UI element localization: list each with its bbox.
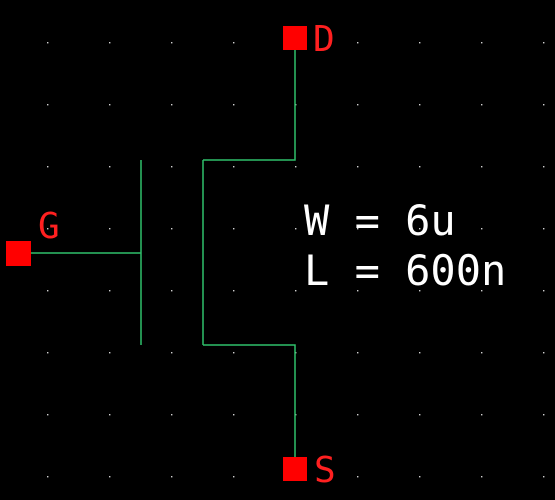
grid-dot bbox=[171, 42, 173, 44]
grid-dot bbox=[419, 290, 421, 292]
grid-dot bbox=[233, 290, 235, 292]
grid-dot bbox=[543, 414, 545, 416]
grid-dot bbox=[543, 476, 545, 478]
grid-dot bbox=[295, 166, 297, 168]
grid-dot bbox=[47, 104, 49, 106]
grid-dot bbox=[357, 290, 359, 292]
grid-dot bbox=[543, 166, 545, 168]
grid-dot bbox=[357, 228, 359, 230]
grid-dot bbox=[47, 414, 49, 416]
grid-dot bbox=[481, 352, 483, 354]
grid-dot bbox=[481, 104, 483, 106]
drain-pin[interactable] bbox=[283, 26, 307, 50]
grid-dot bbox=[357, 352, 359, 354]
grid-dot bbox=[481, 42, 483, 44]
width-parameter: W = 6u bbox=[304, 196, 456, 245]
grid-dot bbox=[419, 414, 421, 416]
grid-dot bbox=[481, 228, 483, 230]
grid-dot bbox=[357, 414, 359, 416]
grid-dot bbox=[481, 414, 483, 416]
length-parameter: L = 600n bbox=[304, 246, 506, 295]
grid-dot bbox=[481, 290, 483, 292]
grid-dot bbox=[481, 166, 483, 168]
grid-dot bbox=[419, 228, 421, 230]
grid-dot bbox=[233, 228, 235, 230]
grid-dot bbox=[47, 228, 49, 230]
grid-dot bbox=[233, 352, 235, 354]
grid-dot bbox=[233, 104, 235, 106]
grid-dot bbox=[233, 166, 235, 168]
source-label: S bbox=[314, 450, 336, 491]
grid-dot bbox=[543, 290, 545, 292]
grid-dot bbox=[171, 476, 173, 478]
grid-dot bbox=[47, 166, 49, 168]
grid-dot bbox=[357, 104, 359, 106]
grid-dot bbox=[47, 476, 49, 478]
grid-dot bbox=[233, 42, 235, 44]
grid-dot bbox=[419, 42, 421, 44]
grid-dot bbox=[109, 166, 111, 168]
gate-pin[interactable] bbox=[6, 241, 31, 266]
grid-dot bbox=[47, 352, 49, 354]
grid-dot bbox=[109, 104, 111, 106]
grid-dot bbox=[233, 476, 235, 478]
grid-dot bbox=[295, 228, 297, 230]
grid-dot bbox=[419, 476, 421, 478]
grid-dot bbox=[543, 352, 545, 354]
grid-dot bbox=[171, 414, 173, 416]
grid-dot bbox=[543, 42, 545, 44]
grid-dot bbox=[171, 352, 173, 354]
grid-dot bbox=[481, 476, 483, 478]
transistor-symbol[interactable] bbox=[30, 50, 296, 458]
drain-wire bbox=[203, 50, 296, 161]
grid-dot bbox=[47, 42, 49, 44]
grid-dot bbox=[171, 104, 173, 106]
grid-dot bbox=[543, 228, 545, 230]
source-wire bbox=[203, 344, 296, 458]
source-pin[interactable] bbox=[283, 457, 307, 481]
grid-dot bbox=[109, 414, 111, 416]
gate-label: G bbox=[38, 206, 60, 247]
drain-label: D bbox=[313, 19, 335, 60]
grid-dot bbox=[357, 476, 359, 478]
grid-dot bbox=[47, 290, 49, 292]
grid-dot bbox=[543, 104, 545, 106]
grid-dot bbox=[357, 42, 359, 44]
grid-dot bbox=[171, 166, 173, 168]
grid-dot bbox=[419, 352, 421, 354]
grid-dot bbox=[109, 228, 111, 230]
grid-dot bbox=[109, 42, 111, 44]
grid-dot bbox=[109, 290, 111, 292]
grid-dot bbox=[109, 352, 111, 354]
grid-dot bbox=[419, 104, 421, 106]
grid-dot bbox=[357, 166, 359, 168]
grid-dot bbox=[171, 228, 173, 230]
grid-dot bbox=[419, 166, 421, 168]
grid-dot bbox=[109, 476, 111, 478]
grid-dot bbox=[295, 290, 297, 292]
grid-dot bbox=[171, 290, 173, 292]
grid-dot bbox=[233, 414, 235, 416]
